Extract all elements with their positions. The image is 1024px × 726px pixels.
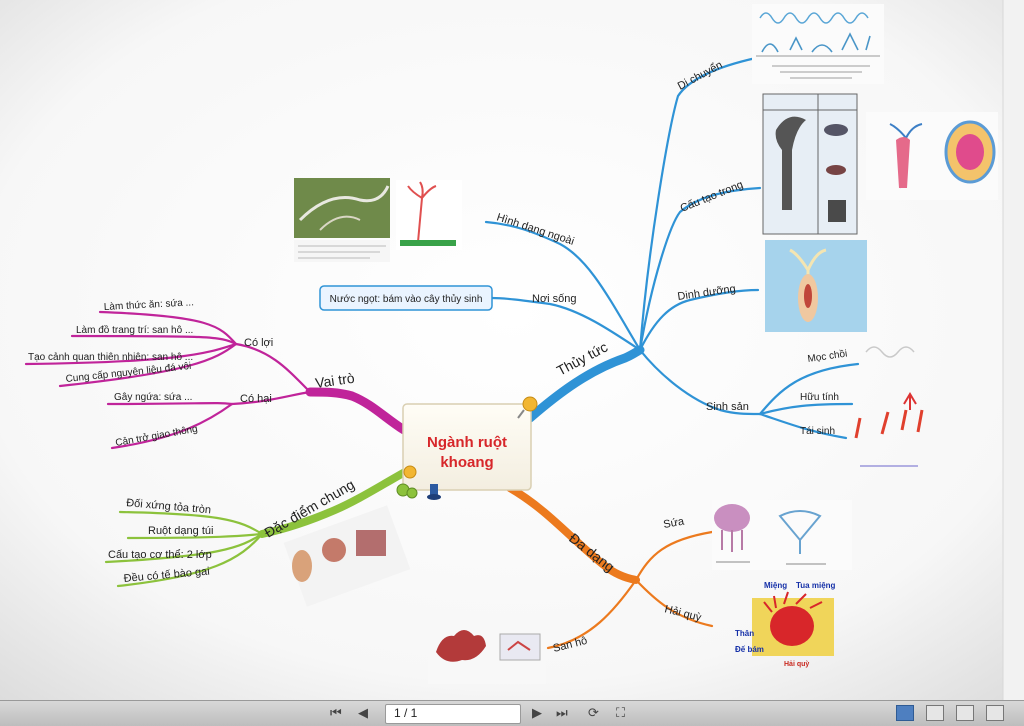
dinh-duong-illustration [765,240,867,332]
first-page-icon[interactable]: ⏮ [330,706,342,721]
leaf-co-loi-1: Làm thức ăn: sứa ... [104,297,195,313]
branch-dac-diem [258,468,409,538]
fit-page-icon[interactable]: ⛶ [616,706,626,721]
di-chuyen-illustration [752,4,884,84]
grid-view-button[interactable] [956,705,974,721]
leaf-co-loi-3: Tạo cảnh quan thiên nhiên: san hô ... [28,352,193,363]
cau-tao-trong-illustration [762,93,998,235]
leaf-dac-diem-2: Ruột dạng túi [148,525,213,537]
branch-thuy-tuc [525,345,645,423]
fullscreen-button[interactable] [986,705,1004,721]
leaf-dac-diem-3: Cấu tạo cơ thể: 2 lớp [108,549,212,561]
single-view-button[interactable] [896,705,914,721]
center-node[interactable]: Ngành ruột khoang [402,403,532,491]
sinh-san-illustration [854,346,924,467]
pushpin-icon [396,465,441,500]
mindmap-canvas: Ngành ruột khoang Vai trò Đặc điểm chung… [0,0,1024,700]
hai-quy-label-tua-mieng: Tua miệng [796,581,836,590]
label-co-hai: Có hại [240,393,272,405]
label-moc-choi: Mọc chồi [807,348,848,365]
hai-quy-illustration: Miệng Tua miệng Thân Đế bám Hải quỳ [735,581,836,668]
page-indicator[interactable]: 1 / 1 [385,704,521,724]
san-ho-illustration [428,624,546,684]
center-title-line1: Ngành ruột [427,434,507,451]
center-title-line2: khoang [440,454,493,471]
page-indicator-text: 1 / 1 [394,706,418,720]
hai-quy-label-than: Thân [735,629,754,638]
last-page-icon[interactable]: ⏭ [556,706,568,721]
noi-song-box[interactable]: Nước ngọt: bám vào cây thủy sinh [319,285,493,311]
previous-page-icon[interactable]: ◀ [358,706,368,721]
hai-quy-label-de-bam: Đế bám [735,645,764,654]
leaf-co-loi-2: Làm đồ trang trí: san hô ... [76,324,193,336]
pushpin-icon [517,396,538,419]
viewer-toolbar: ⏮ ◀ 1 / 1 ▶ ⏭ ⟳ ⛶ [0,700,1024,726]
label-sua: Sứa [662,515,685,531]
label-huu-tinh: Hữu tính [800,392,839,403]
leaf-co-hai-1: Gây ngứa: sứa ... [114,392,192,403]
sua-illustration [712,500,852,570]
branch-label-vai-tro: Vai trò [314,370,355,391]
next-page-icon[interactable]: ▶ [532,706,542,721]
label-noi-song: Nơi sống [532,293,577,305]
branch-vai-tro [305,387,409,435]
label-tai-sinh: Tái sinh [800,426,835,437]
hinh-dang-ngoai-illustration [294,178,462,262]
noi-song-text: Nước ngọt: bám vào cây thủy sinh [330,293,483,305]
mindmap-diagram: Ngành ruột khoang Vai trò Đặc điểm chung… [0,0,1024,700]
label-co-loi: Có lợi [244,337,273,349]
double-view-button[interactable] [926,705,944,721]
branch-da-dang [506,484,640,584]
hai-quy-label-title: Hải quỳ [784,661,809,668]
label-sinh-san: Sinh sản [706,401,749,413]
hai-quy-label-mieng: Miệng [764,581,787,590]
rotate-icon[interactable]: ⟳ [588,706,599,721]
dac-diem-illustration [283,505,411,607]
